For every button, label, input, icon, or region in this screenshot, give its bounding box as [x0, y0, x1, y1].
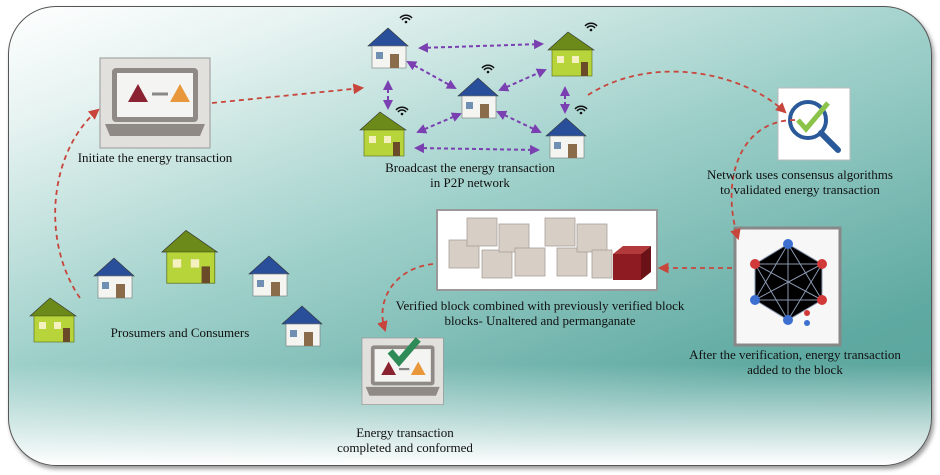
- broadcast-line-1: Broadcast the energy transaction: [385, 160, 555, 175]
- consensus-line-1: Network uses consensus algorithms: [707, 167, 893, 182]
- wifi-icon: [574, 105, 588, 116]
- initiate-label: Initiate the energy transaction: [77, 150, 233, 165]
- combined-label: Verified block combined with previously …: [390, 298, 690, 328]
- combined-line-1: Verified block combined with previously …: [395, 298, 685, 313]
- completed-line-1: Energy transaction: [356, 425, 454, 440]
- house-solar-icon: [457, 77, 499, 119]
- broadcast-line-2: in P2P network: [430, 175, 510, 190]
- prosumers-label: Prosumers and Consumers: [110, 325, 250, 340]
- house-solar-icon: [248, 255, 290, 297]
- wifi-icon: [481, 64, 495, 75]
- combined-line-2: blocks- Unaltered and permanganate: [444, 313, 636, 328]
- verification-line-1: After the verification, energy transacti…: [689, 347, 901, 362]
- network-graph-icon: [733, 226, 842, 347]
- house-green-icon: [547, 31, 595, 77]
- house-solar-icon: [281, 305, 323, 347]
- wifi-icon: [399, 14, 413, 25]
- laptop-check-icon: [361, 337, 444, 405]
- house-solar-icon: [367, 27, 409, 69]
- flow-arrows: [54, 70, 796, 333]
- house-green-icon: [29, 297, 77, 343]
- wifi-icon: [584, 22, 598, 33]
- p2p-network: [359, 14, 598, 159]
- consensus-search-check-icon: [777, 87, 851, 161]
- house-solar-icon: [93, 257, 135, 299]
- verification-line-2: added to the block: [747, 362, 843, 377]
- house-solar-icon: [545, 117, 587, 159]
- laptop-transaction-icon: [99, 57, 211, 149]
- block-chain-cubes-icon: [436, 209, 658, 291]
- completed-line-2: completed and conformed: [337, 440, 473, 455]
- house-green-icon: [359, 111, 407, 157]
- consensus-line-2: to validated energy transaction: [720, 182, 880, 197]
- verification-label: After the verification, energy transacti…: [675, 347, 915, 377]
- wifi-icon: [395, 106, 409, 117]
- house-green-icon: [161, 229, 218, 284]
